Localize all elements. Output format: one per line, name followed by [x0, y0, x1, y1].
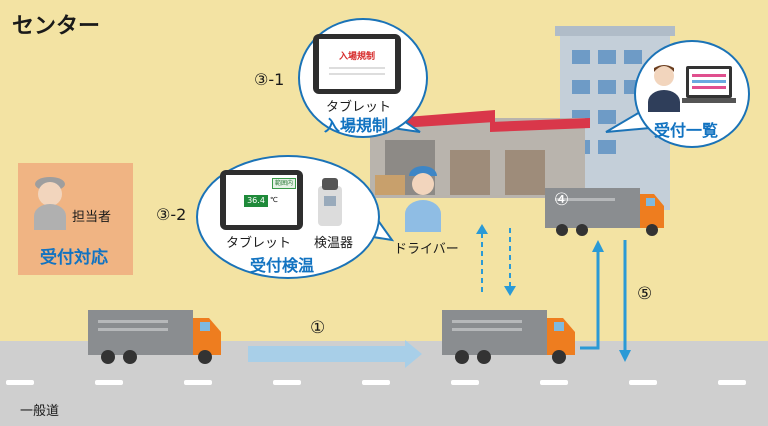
lane-dash	[629, 380, 657, 385]
driver-label: ドライバー	[394, 242, 459, 257]
step-5-number: ⑤	[637, 284, 653, 304]
arrow-up-icon	[580, 250, 600, 350]
truck-icon	[545, 188, 664, 236]
lane-dash	[6, 380, 34, 385]
road-label: 一般道	[20, 404, 60, 419]
step-3-2-number: ③-2	[156, 205, 187, 224]
arrow-right-icon	[248, 340, 422, 368]
step-1-number: ①	[310, 318, 326, 338]
thermometer-label: 検温器	[314, 236, 354, 251]
lane-dash	[273, 380, 301, 385]
tablet-icon: 範囲内 36.4 ℃	[220, 170, 303, 230]
screen-entry-title: 入場規制	[338, 52, 375, 62]
step-4-number: ④	[554, 190, 570, 210]
reception-staff-icon	[648, 65, 736, 112]
screen-unit: ℃	[270, 196, 278, 204]
reception-check-caption: 受付検温	[250, 256, 315, 275]
driver-person-icon	[405, 166, 441, 232]
tablet-icon: 入場規制	[313, 34, 401, 94]
screen-temperature: 36.4	[244, 195, 268, 207]
thermometer-icon	[318, 178, 342, 226]
staff-task-label: 受付対応	[40, 248, 108, 268]
lane-dash	[184, 380, 212, 385]
tablet-label-3-1: タブレット	[326, 100, 392, 115]
lane-dash	[95, 380, 123, 385]
center-title: センター	[12, 14, 101, 39]
lane-dash	[540, 380, 568, 385]
lane-dash	[451, 380, 479, 385]
tablet-label-3-2: タブレット	[226, 236, 292, 251]
truck-icon	[88, 310, 221, 364]
lane-dash	[718, 380, 746, 385]
truck-icon	[442, 310, 575, 364]
step-3-1-number: ③-1	[254, 70, 285, 89]
dashed-arrow-icon	[481, 228, 511, 292]
screen-range-tag: 範囲内	[272, 178, 296, 189]
staff-person-icon	[34, 177, 66, 230]
reception-list-caption: 受付一覧	[654, 121, 719, 140]
entry-control-caption: 入場規制	[324, 116, 389, 135]
staff-role-label: 担当者	[72, 210, 112, 225]
lane-dash	[362, 380, 390, 385]
